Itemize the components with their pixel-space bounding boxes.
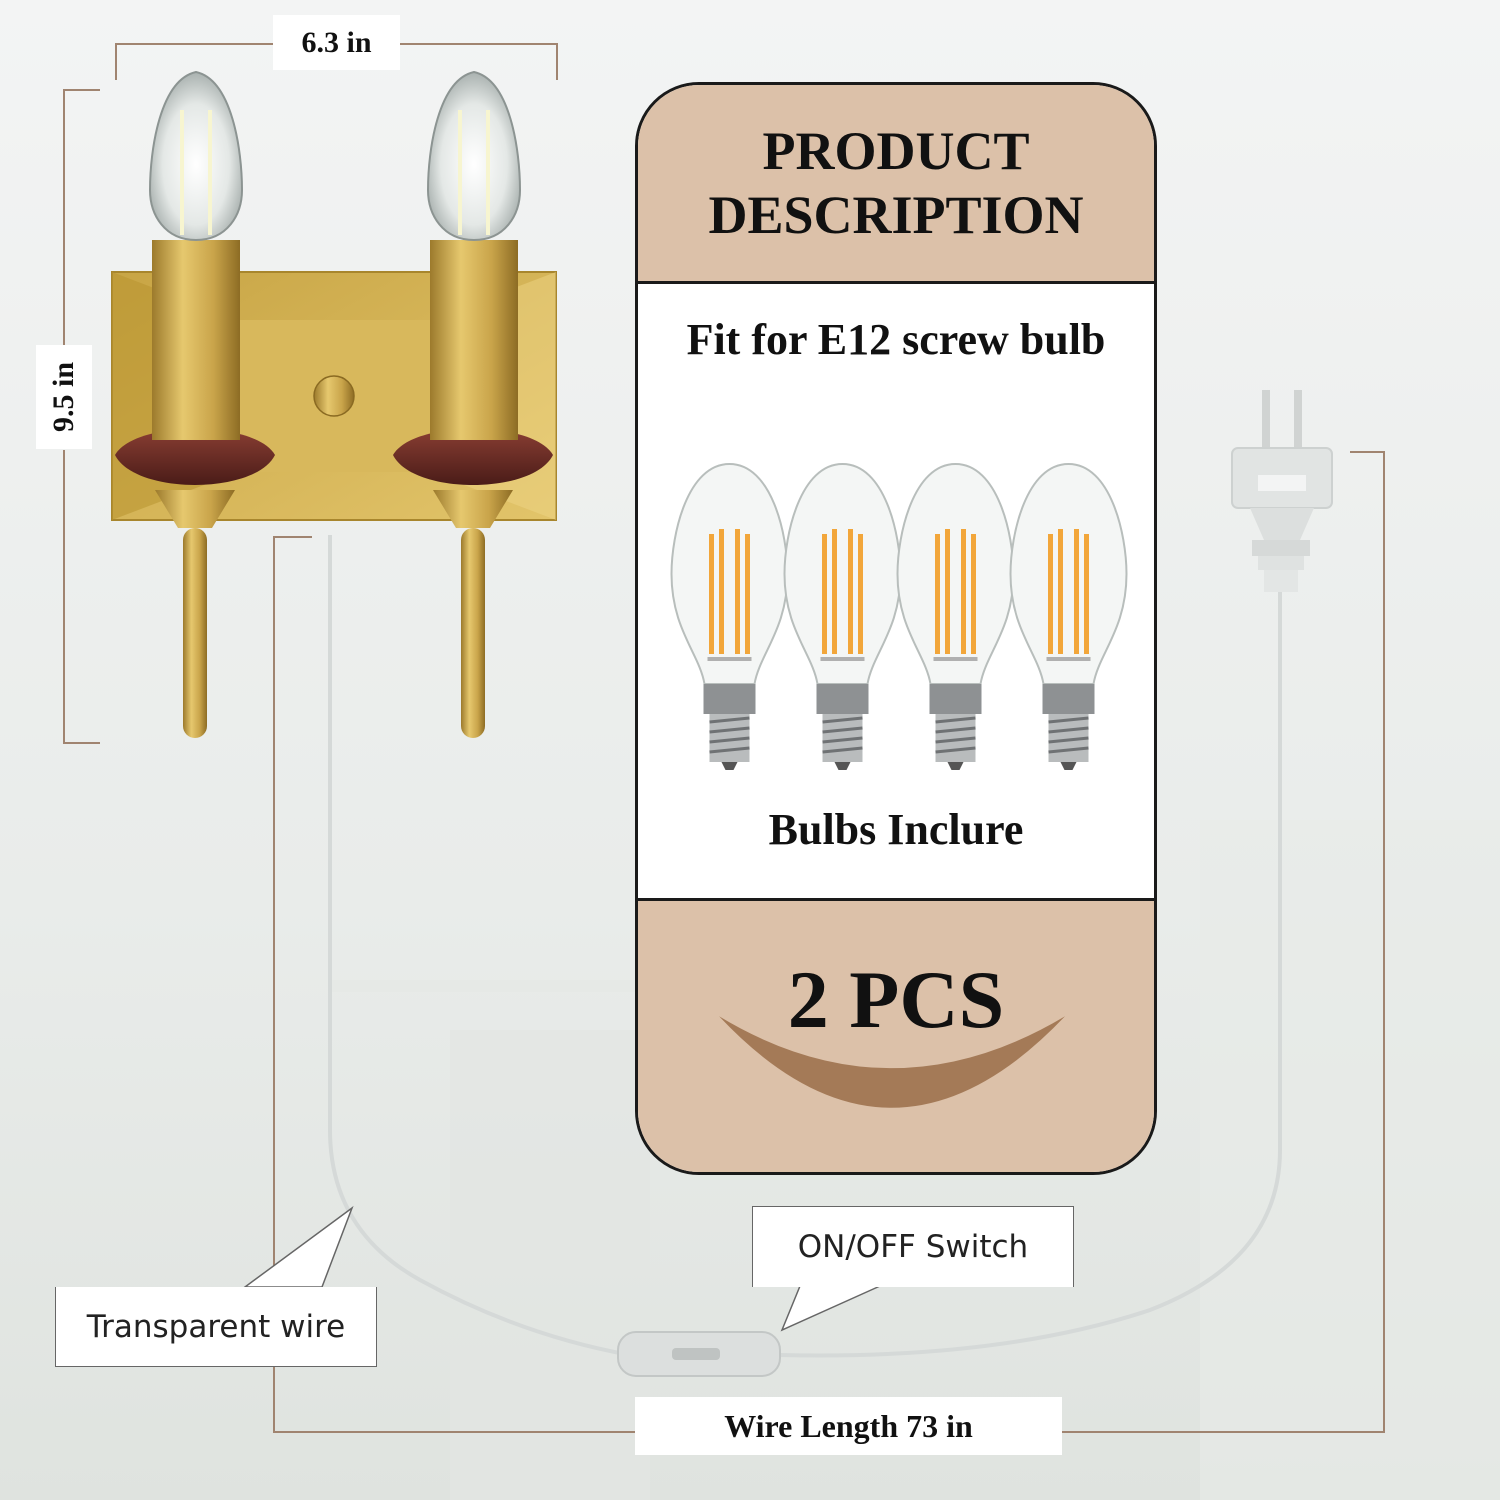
quantity-text: 2 PCS <box>787 954 1005 1045</box>
fit-text: Fit for E12 screw bulb <box>686 315 1106 364</box>
card-heading-line2: DESCRIPTION <box>708 185 1084 245</box>
plug <box>1231 390 1333 592</box>
smile-shape <box>719 1016 1066 1108</box>
wire-length-label: Wire Length 73 in <box>635 1397 1062 1455</box>
height-dimension-label: 9.5 in <box>36 345 92 449</box>
width-dimension-label: 6.3 in <box>273 15 400 70</box>
card-footer: 2 PCS <box>638 898 1154 1172</box>
transparent-wire-callout: Transparent wire <box>55 1287 377 1367</box>
bulbs-included-text: Bulbs Inclure <box>768 805 1024 854</box>
led-bulb <box>898 464 1014 770</box>
product-description-card: PRODUCT DESCRIPTION Fit for E12 screw bu… <box>635 82 1157 1175</box>
height-dimension-text: 9.5 in <box>47 361 80 433</box>
card-heading-line1: PRODUCT <box>762 121 1030 181</box>
card-body: Fit for E12 screw bulb Bulbs Inclure <box>638 284 1154 898</box>
wall-sconce <box>111 70 557 738</box>
transparent-wire <box>328 535 1282 1358</box>
dimension-lines <box>63 43 1385 1433</box>
on-off-switch-callout: ON/OFF Switch <box>752 1206 1074 1287</box>
led-bulb <box>672 464 788 770</box>
led-bulb <box>1011 464 1127 770</box>
led-bulb <box>785 464 901 770</box>
on-off-switch-device <box>617 1331 781 1377</box>
card-header: PRODUCT DESCRIPTION <box>638 85 1154 284</box>
bulb-row <box>638 434 1157 774</box>
